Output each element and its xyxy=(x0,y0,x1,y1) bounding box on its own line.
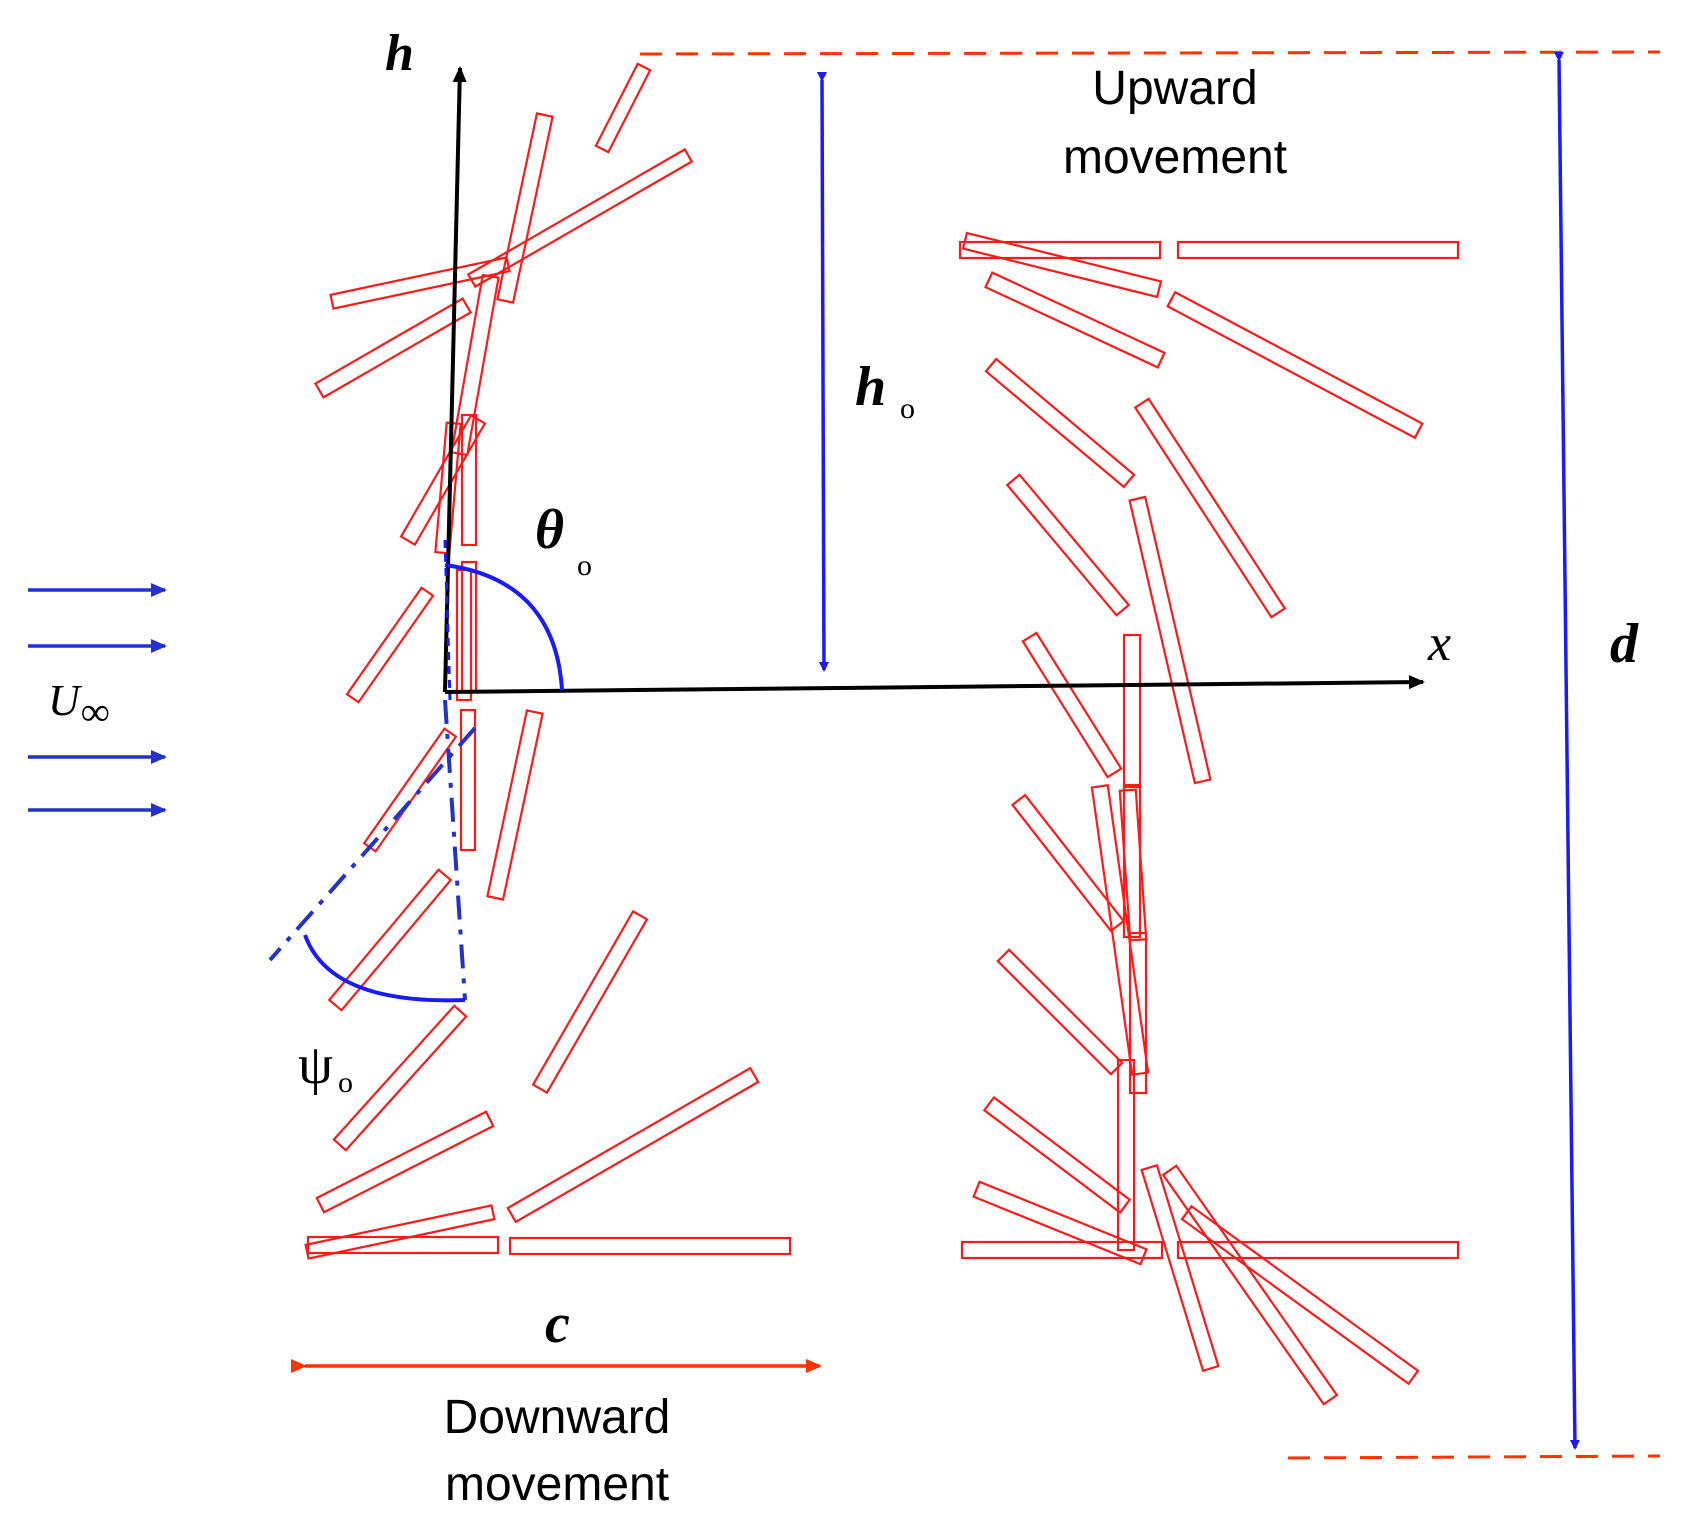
plate xyxy=(1005,473,1131,617)
plate xyxy=(961,231,1163,299)
plate xyxy=(1128,931,1148,1095)
plate xyxy=(1010,793,1126,933)
plate xyxy=(345,586,435,704)
plate xyxy=(362,727,458,853)
downward-movement-plates xyxy=(304,62,792,1260)
u-infinity-label: U xyxy=(48,676,83,725)
psi-angle-arc xyxy=(303,934,466,1003)
plate xyxy=(327,868,453,1012)
lower-extent-dashed-line xyxy=(1287,1454,1661,1460)
psi-inclined-dashdot xyxy=(268,726,477,962)
theta-reference-dashed xyxy=(443,539,452,701)
freestream-arrows xyxy=(28,583,167,817)
plate xyxy=(450,273,500,457)
plate xyxy=(313,297,473,399)
theta-angle-arc xyxy=(444,563,564,691)
plate xyxy=(1128,495,1212,785)
plate xyxy=(434,421,462,555)
plate xyxy=(508,1236,792,1256)
h0-label: h xyxy=(855,356,886,418)
u-infinity-subscript: ∞ xyxy=(81,689,110,734)
plate xyxy=(460,560,478,694)
plate xyxy=(1166,290,1424,440)
plate xyxy=(1176,1240,1460,1260)
plate xyxy=(399,413,487,547)
plate xyxy=(1140,1163,1220,1373)
h0-subscript: o xyxy=(900,392,915,425)
psi-subscript: o xyxy=(338,1066,353,1099)
plate xyxy=(496,112,554,304)
upward-label-line1: Upward xyxy=(1092,62,1257,115)
c-label: c xyxy=(545,1293,570,1355)
plate xyxy=(332,1004,468,1152)
plate xyxy=(329,256,511,310)
psi-vertical-dashed xyxy=(443,699,467,1001)
plate xyxy=(304,1204,496,1260)
psi-label: ψ xyxy=(298,1034,333,1096)
plate xyxy=(486,709,544,901)
plate xyxy=(459,708,477,852)
plate xyxy=(984,357,1136,489)
plate xyxy=(972,1180,1148,1266)
plate xyxy=(1176,240,1460,260)
plate xyxy=(1116,1058,1136,1252)
plate xyxy=(531,909,649,1095)
theta-label: θ xyxy=(535,499,564,561)
plate xyxy=(958,240,1162,260)
plate xyxy=(1118,788,1148,942)
plate xyxy=(996,948,1124,1076)
plate xyxy=(460,413,478,547)
plate xyxy=(466,147,694,289)
plate xyxy=(315,1110,495,1214)
downward-label-line2: movement xyxy=(445,1458,669,1511)
plate xyxy=(306,1235,500,1255)
plate xyxy=(1090,784,1150,1076)
upward-label-line2: movement xyxy=(1063,131,1287,184)
plate xyxy=(1161,1164,1339,1406)
h0-dimension-arrow xyxy=(816,71,829,672)
plate xyxy=(1122,633,1142,787)
x-axis-label: x xyxy=(1427,615,1451,672)
plate xyxy=(1180,1204,1420,1386)
h-axis-label: h xyxy=(385,25,414,82)
downward-label-line1: Downward xyxy=(444,1391,671,1444)
plate xyxy=(1021,631,1123,779)
x-axis xyxy=(444,675,1425,694)
upper-extent-dashed-line xyxy=(639,50,1661,56)
plate xyxy=(455,568,473,702)
plate xyxy=(594,62,652,154)
plate xyxy=(982,1095,1132,1215)
upward-movement-plates xyxy=(958,231,1460,1406)
plate xyxy=(960,1240,1164,1260)
theta-subscript: o xyxy=(577,549,592,582)
plate xyxy=(984,271,1166,369)
d-label: d xyxy=(1610,613,1639,675)
plate xyxy=(1133,397,1287,619)
plate xyxy=(506,1066,760,1224)
d-dimension-arrow xyxy=(1553,51,1580,1450)
